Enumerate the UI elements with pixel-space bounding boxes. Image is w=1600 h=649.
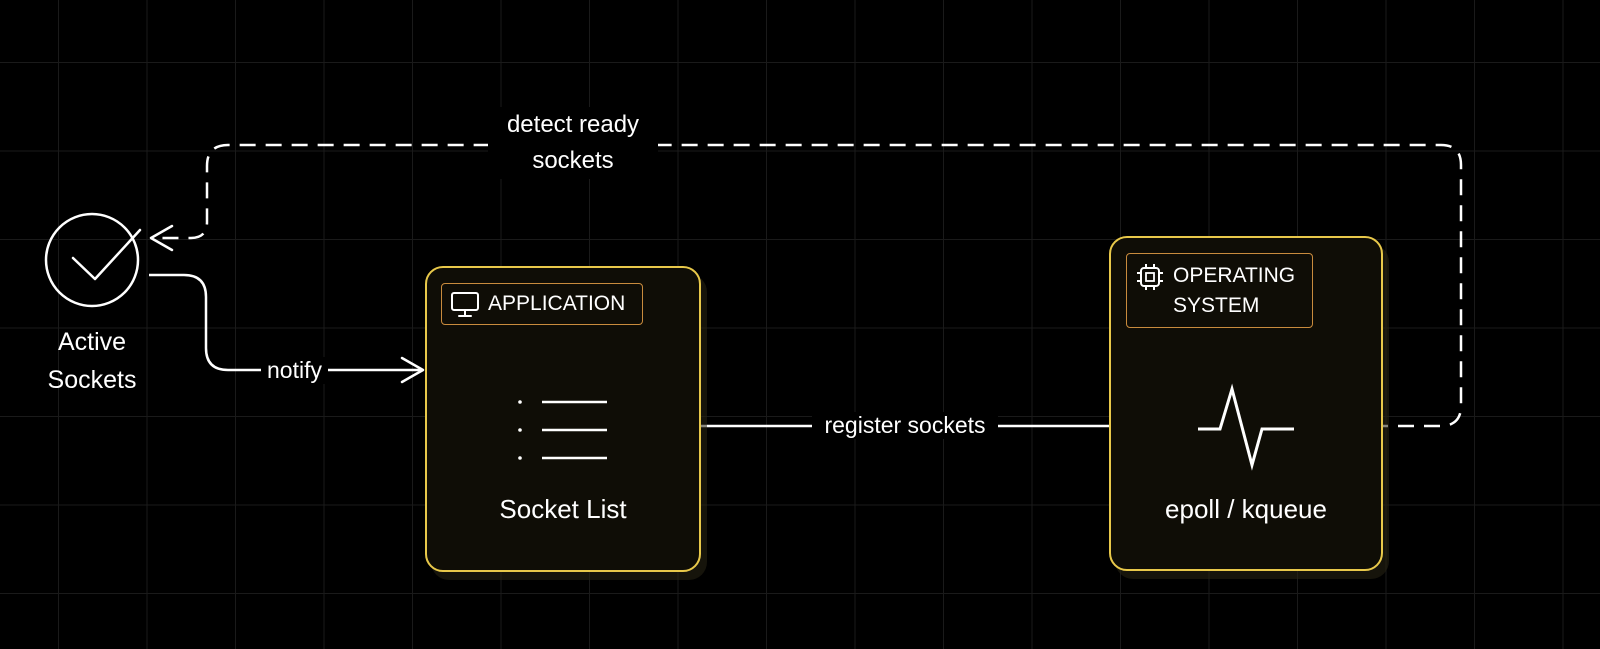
detect-edge-label: detect ready sockets [488,107,658,179]
check-circle-icon [44,212,142,308]
detect-edge-line [153,143,1463,428]
operating-system-tag: OPERATING SYSTEM [1126,253,1313,328]
operating-system-tag-label: OPERATING SYSTEM [1173,264,1296,317]
application-tag: APPLICATION [441,283,643,325]
notify-arrowhead-icon [400,356,425,384]
notify-edge-line [149,273,423,372]
application-tag-label: APPLICATION [488,292,626,315]
detect-arrowhead-icon [149,224,174,252]
notify-edge-label: notify [261,357,328,384]
monitor-icon [450,289,480,319]
application-node-label: Socket List [499,494,627,524]
operating-system-node-label: epoll / kqueue [1165,494,1327,524]
active-sockets-label: Active Sockets [47,328,137,394]
operating-system-node[interactable] [1109,236,1383,571]
register-edge-label: register sockets [812,412,998,439]
pulse-icon [1198,383,1294,471]
cpu-chip-icon [1135,262,1165,292]
list-icon [518,400,607,460]
